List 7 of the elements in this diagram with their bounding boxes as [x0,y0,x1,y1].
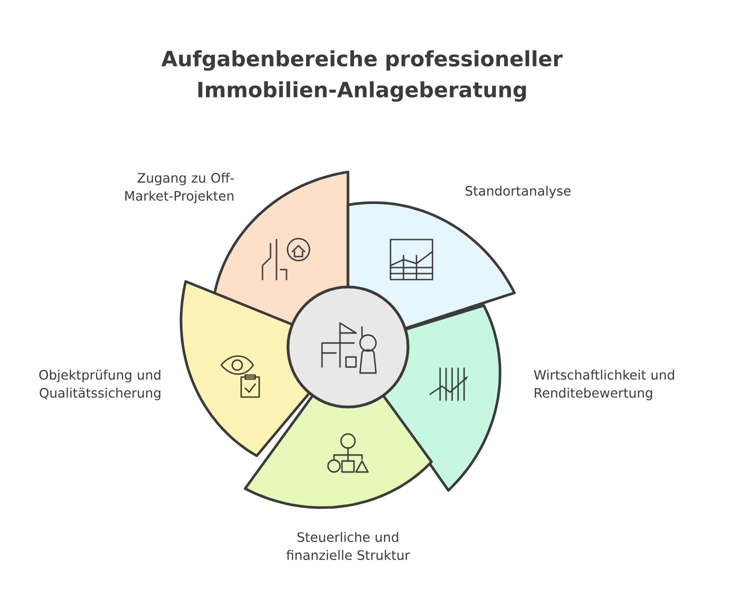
segment-label: Standortanalyse [466,186,571,198]
segment-label: Steuerliche und finanzielle Struktur [286,532,410,560]
center-circle [286,286,410,408]
segment-label: Wirtschaftlichkeit und Renditebewertung [534,370,674,400]
title: Aufgabenbereiche professioneller Immobilien-Anlageberatung [161,50,563,102]
segment-label: Zugang zu Off-Market-Projekten [125,172,234,204]
segment-label: Objektprüfung und Qualitätssicherung [39,370,160,400]
